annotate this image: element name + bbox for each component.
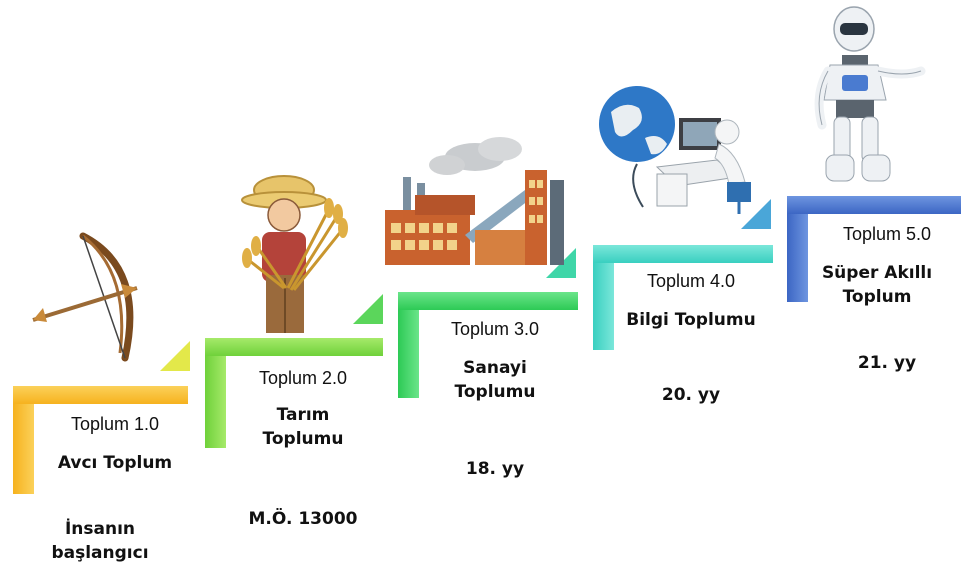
step-3-name: Toplum 3.0	[450, 319, 540, 339]
step-1-title: Avcı Toplum	[57, 453, 173, 473]
step-4-arrow-tip	[741, 199, 771, 229]
step-5-name: Toplum 5.0	[842, 224, 932, 244]
globe-and-computer-icon	[599, 86, 751, 214]
step-1-era: İnsanın başlangıcı	[51, 519, 149, 563]
step-2-tread	[205, 338, 383, 356]
step-5-riser	[787, 196, 808, 302]
step-3-tread	[398, 292, 578, 310]
step-3-era: 18. yy	[465, 459, 525, 479]
step-4-title: Bilgi Toplumu	[626, 310, 756, 330]
step-4-era: 20. yy	[661, 385, 721, 405]
bow-and-arrow-icon	[32, 232, 138, 362]
step-3-title: Sanayi Toplumu	[454, 358, 536, 402]
robot-icon	[814, 6, 926, 182]
step-4-tread	[593, 245, 773, 263]
step-1-arrow-tip	[160, 341, 190, 371]
step-2-era: M.Ö. 13000	[248, 509, 358, 529]
step-1-name: Toplum 1.0	[70, 414, 160, 434]
farmer-with-wheat-icon	[241, 175, 348, 333]
step-3-riser	[398, 292, 419, 398]
step-4-name: Toplum 4.0	[646, 271, 736, 291]
step-1-riser	[13, 386, 34, 494]
step-5-title: Süper Akıllı Toplum	[821, 263, 933, 307]
step-2-title: Tarım Toplumu	[262, 405, 344, 449]
step-1-tread	[13, 386, 188, 404]
step-2-riser	[205, 338, 226, 448]
step-2-name: Toplum 2.0	[258, 368, 348, 388]
step-5-tread	[787, 196, 961, 214]
step-2-arrow-tip	[353, 294, 383, 324]
factory-icon	[385, 137, 564, 265]
step-4-riser	[593, 245, 614, 350]
step-5-era: 21. yy	[857, 353, 917, 373]
